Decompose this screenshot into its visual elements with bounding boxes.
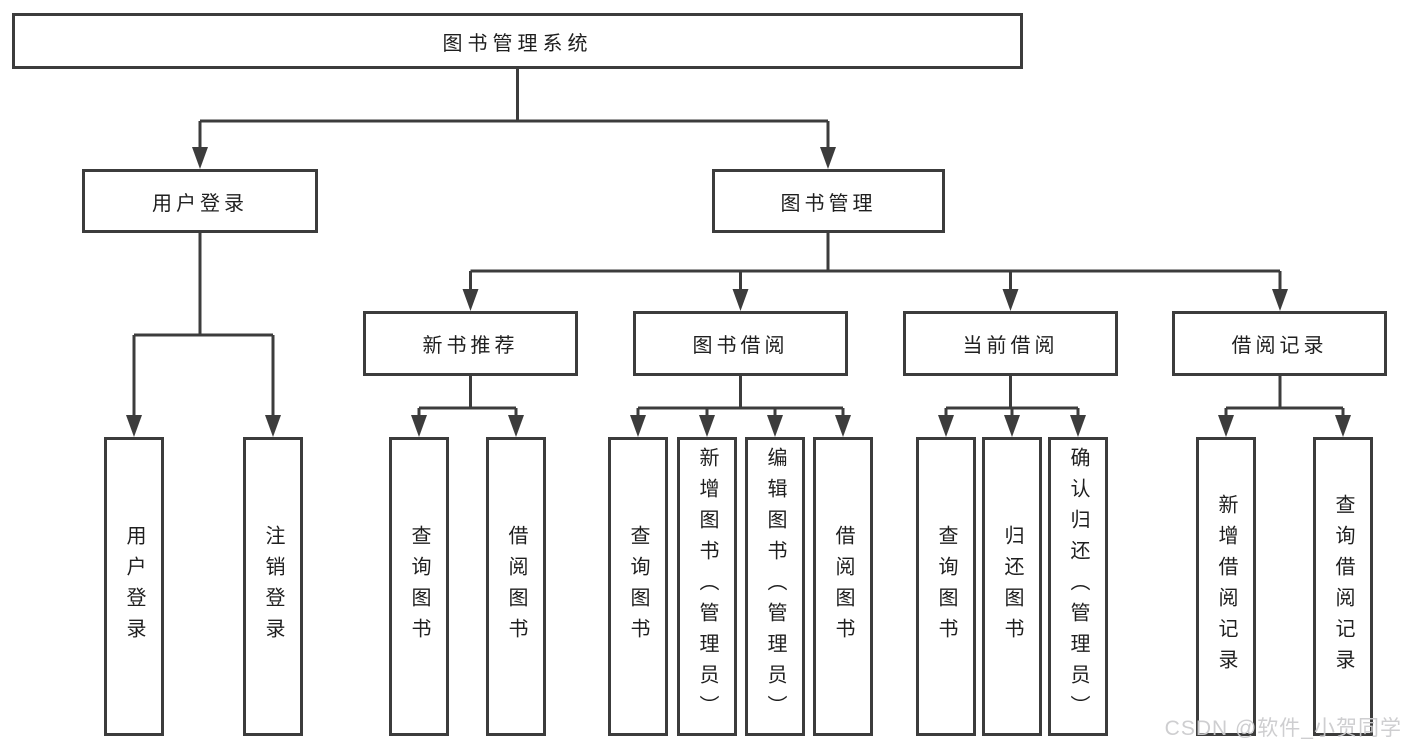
leaf-return-book: 归还图书 (982, 437, 1042, 736)
leaf-edit-book-admin: 编辑图书（管理员） (745, 437, 805, 736)
leaf-edit-book-admin-label: 编辑图书（管理员） (764, 447, 786, 726)
node-book-borrow-label: 图书借阅 (692, 335, 789, 357)
node-user-login: 用户登录 (82, 169, 318, 233)
leaf-borrow-book-2: 借阅图书 (813, 437, 873, 736)
node-new-book-recommend-label: 新书推荐 (422, 335, 519, 357)
leaf-add-borrow-record-label: 新增借阅记录 (1215, 493, 1237, 680)
leaf-add-borrow-record: 新增借阅记录 (1196, 437, 1256, 736)
node-current-borrow: 当前借阅 (903, 311, 1118, 376)
node-root-label: 图书管理系统 (442, 32, 593, 55)
leaf-query-book-3-label: 查询图书 (935, 524, 957, 649)
node-book-management: 图书管理 (712, 169, 945, 233)
leaf-borrow-book-1-label: 借阅图书 (505, 524, 527, 649)
leaf-query-borrow-record: 查询借阅记录 (1313, 437, 1373, 736)
leaf-query-book-1-label: 查询图书 (408, 524, 430, 649)
node-root: 图书管理系统 (12, 13, 1023, 69)
node-borrow-records-label: 借阅记录 (1231, 335, 1328, 357)
leaf-user-login: 用户登录 (104, 437, 164, 736)
leaf-logout: 注销登录 (243, 437, 303, 736)
node-user-login-label: 用户登录 (152, 192, 248, 215)
leaf-return-book-label: 归还图书 (1001, 524, 1023, 649)
leaf-query-book-3: 查询图书 (916, 437, 976, 736)
leaf-borrow-book-2-label: 借阅图书 (832, 524, 854, 649)
node-book-management-label: 图书管理 (780, 192, 877, 215)
node-new-book-recommend: 新书推荐 (363, 311, 578, 376)
leaf-logout-label: 注销登录 (262, 524, 284, 649)
leaf-user-login-label: 用户登录 (123, 524, 145, 649)
leaf-query-book-1: 查询图书 (389, 437, 449, 736)
leaf-borrow-book-1: 借阅图书 (486, 437, 546, 736)
leaf-add-book-admin-label: 新增图书（管理员） (696, 447, 718, 726)
leaf-add-book-admin: 新增图书（管理员） (677, 437, 737, 736)
node-book-borrow: 图书借阅 (633, 311, 848, 376)
leaf-query-borrow-record-label: 查询借阅记录 (1332, 493, 1354, 680)
leaf-confirm-return-admin-label: 确认归还（管理员） (1067, 447, 1089, 726)
leaf-query-book-2-label: 查询图书 (627, 524, 649, 649)
node-current-borrow-label: 当前借阅 (962, 335, 1059, 357)
arrowheads (126, 147, 1351, 437)
leaf-query-book-2: 查询图书 (608, 437, 668, 736)
node-borrow-records: 借阅记录 (1172, 311, 1387, 376)
leaf-confirm-return-admin: 确认归还（管理员） (1048, 437, 1108, 736)
